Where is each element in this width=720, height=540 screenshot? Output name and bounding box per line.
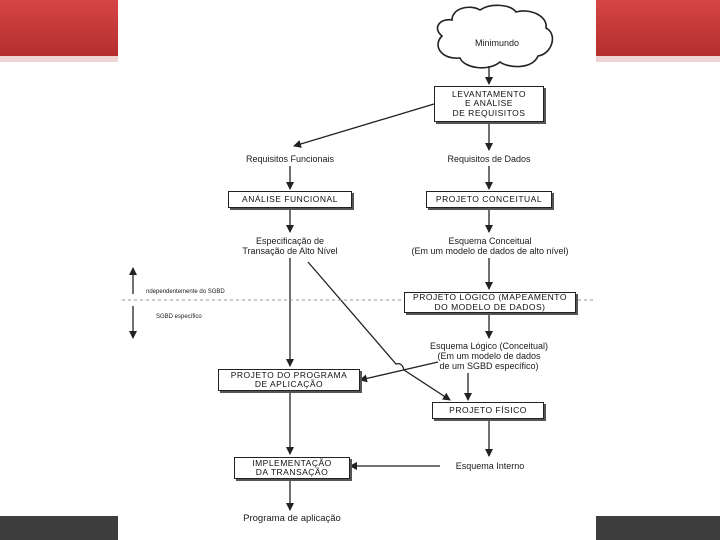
functional-requirements-label: Requisitos Funcionais (245, 154, 335, 164)
miniworld-label: Minimundo (474, 38, 520, 48)
transaction-spec-label: Especificação de Transação de Alto Nível (242, 236, 338, 256)
arrow-logical-schema-to-app-design (359, 361, 439, 383)
transaction-implementation-box: IMPLEMENTAÇÃO DA TRANSAÇÃO (234, 457, 350, 479)
data-requirements-label: Requisitos de Dados (447, 154, 531, 164)
miniworld-cloud-shape (436, 4, 554, 69)
app-program-design-box: PROJETO DO PROGRAMA DE APLICAÇÃO (218, 369, 360, 391)
logical-schema-label: Esquema Lógico (Conceitual) (Em um model… (429, 341, 549, 371)
arrow-analysis-to-functional-req (293, 103, 435, 148)
functional-analysis-box: ANÁLISE FUNCIONAL (228, 191, 352, 208)
conceptual-design-box: PROJETO CONCEITUAL (426, 191, 552, 208)
dbms-specific-label: SGBD específico (156, 314, 202, 320)
dbms-independent-label: ndependentemente do SGBD (146, 289, 225, 295)
conceptual-schema-label: Esquema Conceitual (Em um modelo de dado… (411, 236, 569, 256)
requirements-analysis-box: LEVANTAMENTO E ANÁLISE DE REQUISITOS (434, 86, 544, 122)
physical-design-box: PROJETO FÍSICO (432, 402, 544, 419)
application-program-label: Programa de aplicação (243, 513, 341, 524)
internal-schema-label: Esquema Interno (455, 461, 525, 471)
logical-design-box: PROJETO LÓGICO (MAPEAMENTO DO MODELO DE … (404, 292, 576, 313)
